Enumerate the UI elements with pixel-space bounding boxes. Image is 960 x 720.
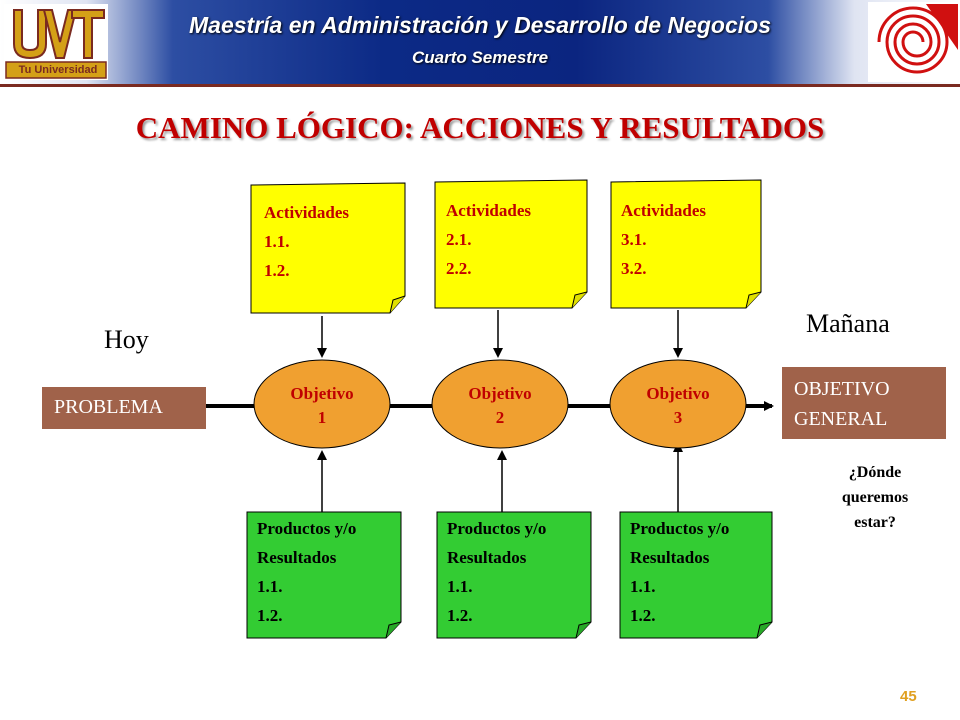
objective-1-line-1: Objetivo (290, 384, 354, 403)
product-1-line-1: Productos y/o (257, 519, 357, 538)
objective-oval-1 (253, 359, 391, 449)
product-note-2 (436, 511, 592, 639)
objective-2-line-1: Objetivo (468, 384, 532, 403)
question-line-3: estar? (854, 514, 896, 531)
activity-1-line-3: 1.2. (264, 261, 290, 280)
activity-text-1: Actividades 1.1. 1.2. (264, 198, 349, 285)
activity-text-3: Actividades 3.1. 3.2. (621, 196, 706, 283)
activity-note-3 (610, 179, 762, 309)
objective-3-line-1: Objetivo (646, 384, 710, 403)
question-line-2: queremos (841, 489, 909, 506)
objective-oval-3 (609, 359, 747, 449)
header-divider (0, 84, 960, 87)
logo-caption: Tu Universidad (18, 64, 98, 76)
slide-title: CAMINO LÓGICO: ACCIONES Y RESULTADOS (135, 110, 825, 145)
objective-oval-2 (431, 359, 569, 449)
objective-3-line-2: 3 (673, 408, 683, 427)
general-objective-box (782, 367, 946, 439)
product-2-line-4: 1.2. (447, 606, 473, 625)
today-label: Hoy (104, 325, 149, 354)
activity-3-line-3: 3.2. (621, 259, 647, 278)
tomorrow-label: Mañana (806, 309, 890, 338)
header-banner (0, 0, 960, 84)
objective-1-line-2: 1 (317, 408, 327, 427)
general-objective-line-2: GENERAL (794, 408, 888, 430)
product-1-line-3: 1.1. (257, 577, 283, 596)
spiral-logo (866, 0, 960, 84)
university-logo (0, 0, 112, 84)
product-note-1 (246, 511, 402, 639)
objective-text-2: Objetivo 2 (440, 382, 560, 430)
product-3-line-4: 1.2. (630, 606, 656, 625)
activity-text-2: Actividades 2.1. 2.2. (446, 196, 531, 283)
activity-3-line-2: 3.1. (621, 230, 647, 249)
page-number: 45 (900, 688, 917, 705)
product-text-2: Productos y/o Resultados 1.1. 1.2. (447, 514, 546, 630)
product-text-1: Productos y/o Resultados 1.1. 1.2. (257, 514, 356, 630)
product-3-line-2: Resultados (630, 548, 710, 567)
problem-box (42, 387, 206, 429)
objective-text-3: Objetivo 3 (618, 382, 738, 430)
product-2-line-1: Productos y/o (447, 519, 547, 538)
product-3-line-3: 1.1. (630, 577, 656, 596)
problem-label: PROBLEMA (54, 396, 163, 418)
activity-1-line-1: Actividades (264, 203, 349, 222)
activity-note-2 (434, 179, 588, 309)
activity-note-1 (250, 182, 406, 314)
question-text: ¿Dónde queremos estar? (800, 460, 950, 535)
activity-2-line-3: 2.2. (446, 259, 472, 278)
activity-2-line-2: 2.1. (446, 230, 472, 249)
question-line-1: ¿Dónde (848, 464, 902, 481)
product-2-line-3: 1.1. (447, 577, 473, 596)
product-1-line-4: 1.2. (257, 606, 283, 625)
activity-2-line-1: Actividades (446, 201, 531, 220)
objective-2-line-2: 2 (495, 408, 505, 427)
activity-1-line-2: 1.1. (264, 232, 290, 251)
product-note-3 (619, 511, 773, 639)
product-1-line-2: Resultados (257, 548, 337, 567)
product-text-3: Productos y/o Resultados 1.1. 1.2. (630, 514, 729, 630)
product-3-line-1: Productos y/o (630, 519, 730, 538)
program-title: Maestría en Administración y Desarrollo … (189, 12, 771, 38)
semester-subtitle: Cuarto Semestre (411, 48, 549, 67)
product-2-line-2: Resultados (447, 548, 527, 567)
general-objective-line-1: OBJETIVO (794, 378, 890, 400)
general-objective-label: OBJETIVO GENERAL (794, 374, 890, 434)
objective-text-1: Objetivo 1 (262, 382, 382, 430)
activity-3-line-1: Actividades (621, 201, 706, 220)
